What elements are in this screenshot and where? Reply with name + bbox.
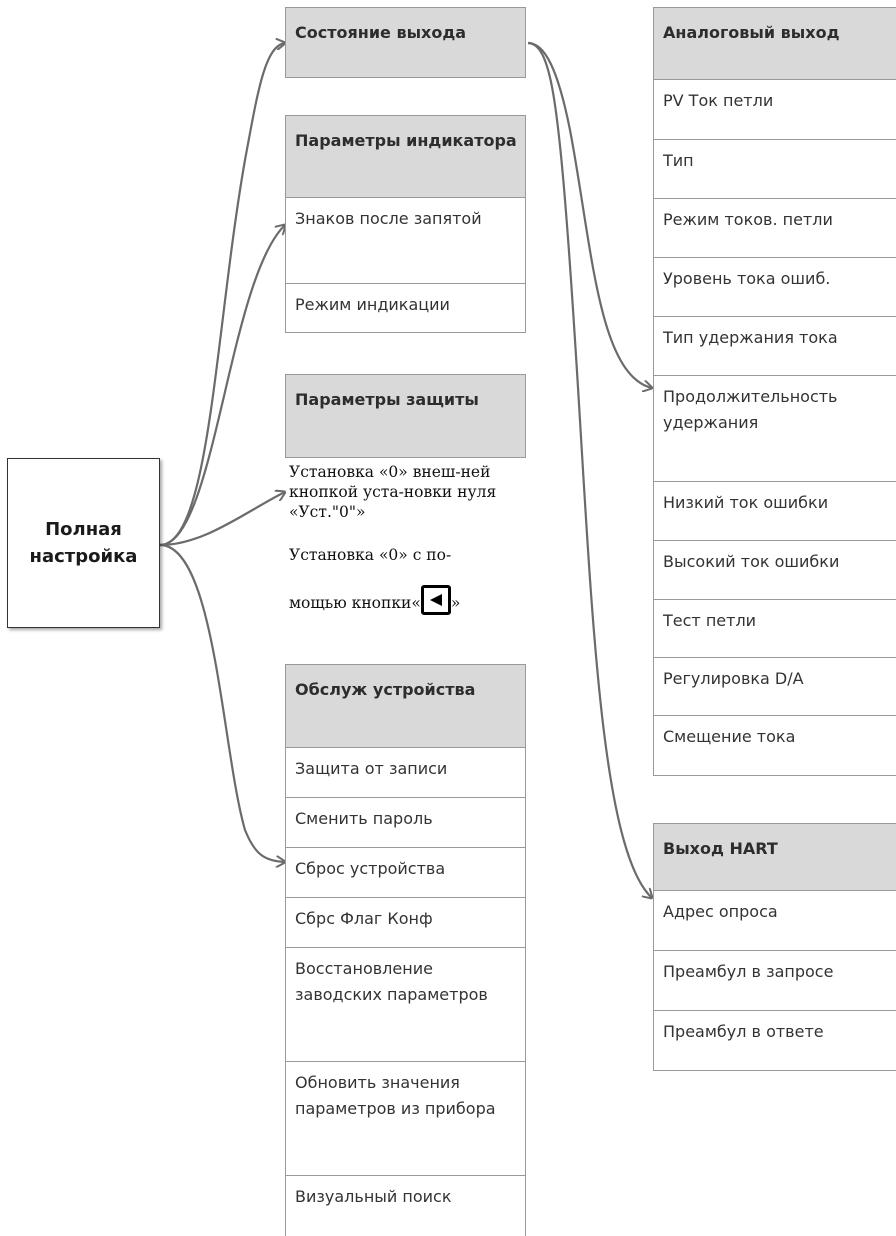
- arrow-to-hold-duration: [527, 41, 652, 388]
- output-state-label: Состояние выхода: [295, 23, 467, 42]
- menu-item-label: Восстановление заводских параметров: [295, 959, 488, 1004]
- menu-item-device-reset[interactable]: Сброс устройства: [285, 848, 526, 898]
- menu-item-label: Тип удержания тока: [663, 328, 838, 347]
- menu-item-label: Регулировка D/A: [663, 669, 804, 688]
- menu-item-label-close: »: [450, 594, 461, 612]
- menu-item-polling-address[interactable]: Адрес опроса: [653, 891, 896, 951]
- display-params-title: Параметры индикатора: [295, 131, 517, 150]
- menu-item-label: Тест петли: [663, 611, 757, 630]
- analog-output-title: Аналоговый выход: [663, 23, 840, 42]
- menu-item-label: Установка «0» внеш-ней кнопкой уста-новк…: [289, 463, 497, 521]
- menu-item-label: Низкий ток ошибки: [663, 493, 829, 512]
- menu-item-reset-config-flag[interactable]: Сбрс Флаг Конф: [285, 898, 526, 948]
- menu-item-label: Знаков после запятой: [295, 209, 482, 228]
- root-node-full-setup[interactable]: Полная настройка: [7, 458, 160, 628]
- output-state-header[interactable]: Состояние выхода: [285, 7, 526, 78]
- menu-item-restore-factory[interactable]: Восстановление заводских параметров: [285, 948, 526, 1062]
- arrow-to-restore-factory: [159, 543, 285, 862]
- menu-item-hold-type[interactable]: Тип удержания тока: [653, 317, 896, 376]
- root-label-line2: настройка: [29, 546, 138, 567]
- menu-item-label-line2: мощью кнопки«: [289, 594, 421, 612]
- menu-item-low-error-current[interactable]: Низкий ток ошибки: [653, 482, 896, 541]
- menu-item-label: Сброс устройства: [295, 859, 446, 878]
- arrow-to-zero-ext: [159, 492, 285, 547]
- display-params-header[interactable]: Параметры индикатора: [285, 115, 526, 198]
- menu-item-label: Тип: [663, 151, 694, 170]
- device-service-header[interactable]: Обслуж устройства: [285, 664, 526, 748]
- menu-item-pv-loop-current[interactable]: PV Ток петли: [653, 80, 896, 140]
- arrow-to-preamble-request: [527, 41, 652, 898]
- menu-item-refresh-params[interactable]: Обновить значения параметров из прибора: [285, 1062, 526, 1176]
- menu-item-current-offset[interactable]: Смещение тока: [653, 716, 896, 776]
- menu-item-label: Сбрс Флаг Конф: [295, 909, 433, 928]
- menu-item-label: Визуальный поиск: [295, 1187, 452, 1206]
- menu-item-label: Защита от записи: [295, 759, 448, 778]
- menu-item-response-preambles[interactable]: Преамбул в ответе: [653, 1011, 896, 1071]
- menu-item-write-protect[interactable]: Защита от записи: [285, 748, 526, 798]
- root-label-line1: Полная: [45, 519, 122, 540]
- menu-item-label: Продолжительность удержания: [663, 387, 838, 432]
- menu-item-error-current-level[interactable]: Уровень тока ошиб.: [653, 258, 896, 317]
- menu-item-label: Преамбул в ответе: [663, 1022, 824, 1041]
- menu-item-label: Сменить пароль: [295, 809, 433, 828]
- menu-item-display-mode[interactable]: Режим индикации: [285, 284, 526, 333]
- menu-item-label: Смещение тока: [663, 727, 796, 746]
- menu-item-decimal-places[interactable]: Знаков после запятой: [285, 198, 526, 284]
- menu-item-loop-current-mode[interactable]: Режим токов. петли: [653, 199, 896, 258]
- arrow-to-output-state: [159, 43, 285, 547]
- menu-item-label-line1: Установка «0» с по-: [289, 546, 452, 564]
- menu-item-change-password[interactable]: Сменить пароль: [285, 798, 526, 848]
- menu-item-label: Адрес опроса: [663, 902, 778, 921]
- menu-item-label: PV Ток петли: [663, 91, 774, 110]
- menu-item-label: Высокий ток ошибки: [663, 552, 840, 571]
- menu-item-da-trim[interactable]: Регулировка D/A: [653, 658, 896, 716]
- hart-output-title: Выход HART: [663, 839, 778, 858]
- menu-item-label: Режим индикации: [295, 295, 450, 314]
- device-service-title: Обслуж устройства: [295, 680, 476, 699]
- menu-item-visual-search[interactable]: Визуальный поиск: [285, 1176, 526, 1236]
- hart-output-header[interactable]: Выход HART: [653, 823, 896, 891]
- menu-item-hold-duration[interactable]: Продолжительность удержания: [653, 376, 896, 482]
- menu-item-label: Преамбул в запросе: [663, 962, 834, 981]
- menu-item-label: Обновить значения параметров из прибора: [295, 1073, 496, 1118]
- menu-item-type[interactable]: Тип: [653, 140, 896, 199]
- arrow-to-decimal-places: [159, 225, 285, 547]
- protection-params-title: Параметры защиты: [295, 390, 479, 409]
- analog-output-header[interactable]: Аналоговый выход: [653, 7, 896, 80]
- menu-item-request-preambles[interactable]: Преамбул в запросе: [653, 951, 896, 1011]
- left-arrow-button-icon: [420, 585, 451, 615]
- menu-item-label: Режим токов. петли: [663, 210, 833, 229]
- menu-item-zero-external-button[interactable]: Установка «0» внеш-ней кнопкой уста-новк…: [285, 462, 526, 542]
- menu-item-loop-test[interactable]: Тест петли: [653, 600, 896, 658]
- menu-item-high-error-current[interactable]: Высокий ток ошибки: [653, 541, 896, 600]
- protection-params-header[interactable]: Параметры защиты: [285, 374, 526, 458]
- menu-item-zero-panel-button[interactable]: Установка «0» с по- мощью кнопки« »: [285, 545, 526, 623]
- menu-item-label: Уровень тока ошиб.: [663, 269, 831, 288]
